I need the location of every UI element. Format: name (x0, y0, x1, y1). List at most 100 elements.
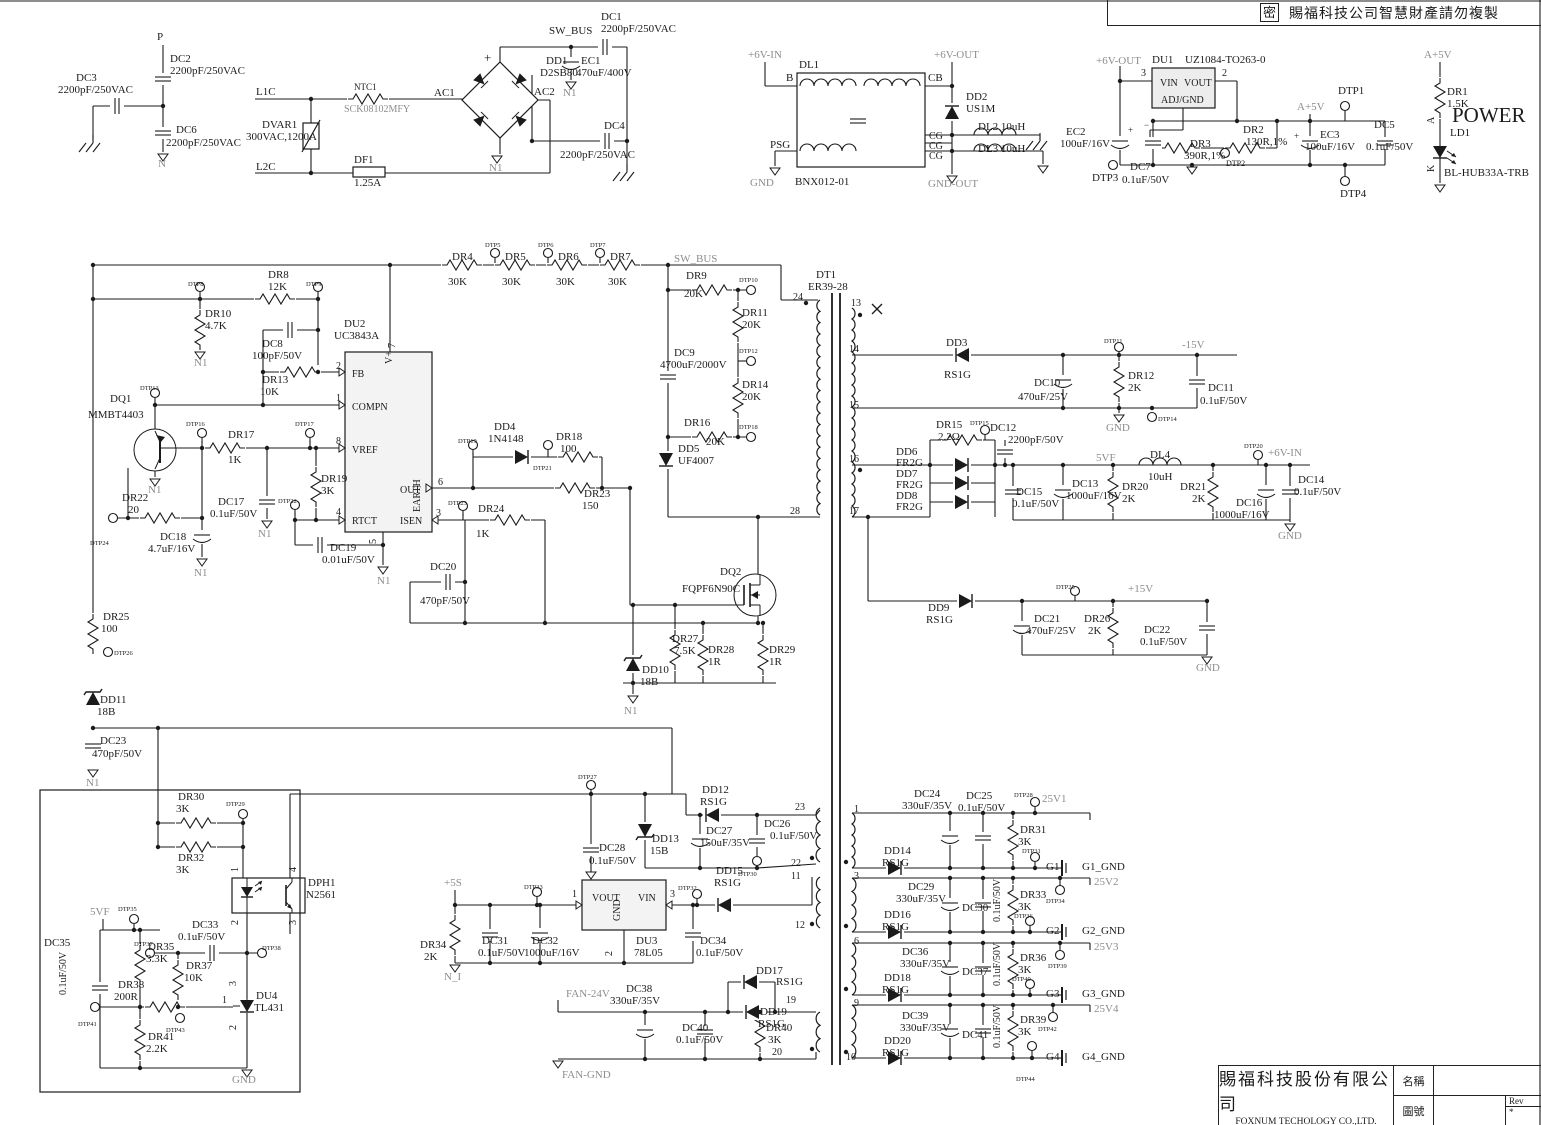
banner-notice: 賜福科技公司智慧財產請勿複製 (1289, 6, 1500, 22)
wire (756, 863, 817, 869)
label: 2.2Ω (938, 431, 960, 443)
label: DR15 (936, 419, 963, 431)
label: DR17 (228, 429, 255, 441)
label: 10uH (1148, 471, 1173, 483)
label: DTP34 (1046, 898, 1066, 905)
label: CG (929, 131, 943, 142)
junction-dot (599, 485, 605, 491)
junction-dot (1010, 1002, 1016, 1008)
label: DR29 (769, 644, 796, 656)
label: DC18 (160, 531, 187, 543)
junction-dot (665, 434, 671, 440)
label: DC31 (482, 935, 508, 947)
junction-dot (1050, 1002, 1056, 1008)
symbol-mask (1300, 136, 1320, 150)
label: DR10 (205, 308, 232, 320)
symbol-mask (1188, 376, 1206, 388)
label: 18B (97, 706, 115, 718)
resistor (1225, 141, 1265, 155)
winding (850, 812, 856, 869)
symbol-mask (1256, 485, 1276, 499)
label: 0.1uF/50V (1122, 174, 1169, 186)
label: DC26 (764, 818, 791, 830)
label: 3 (1141, 68, 1146, 79)
label: 3 (670, 889, 675, 900)
label: 1 (854, 804, 859, 815)
junction-dot (1110, 598, 1116, 604)
junction-dot (292, 517, 298, 523)
test-point (542, 439, 554, 451)
label: DD18 (884, 972, 911, 984)
label: DC25 (966, 790, 993, 802)
label: DC19 (330, 542, 357, 554)
label: DR24 (478, 503, 505, 515)
junction-dot (755, 620, 761, 626)
label: 470pF/50V (420, 595, 470, 607)
junction-dot (1060, 462, 1066, 468)
symbol-mask (696, 1026, 714, 1038)
junction-dot (755, 514, 761, 520)
junction-dot (843, 859, 849, 865)
company-cell: 賜福科技股份有限公司 FOXNUM TECHOLOGY CO.,LTD. (1219, 1066, 1394, 1125)
test-point (1026, 1040, 1038, 1052)
company-name-en: FOXNUM TECHOLOGY CO.,LTD. (1235, 1116, 1377, 1125)
label: DTP36 (1014, 913, 1034, 920)
junction-dot (1010, 1055, 1016, 1061)
label: DTP7 (590, 242, 606, 249)
resistor (140, 511, 180, 525)
label: 100uF/16V (1060, 138, 1110, 150)
label: DC21 (1034, 613, 1060, 625)
junction-dot (690, 902, 696, 908)
label: 0.1uF/50V (58, 951, 69, 995)
label: 1.5K (1447, 98, 1469, 110)
label: 25V1 (1042, 793, 1066, 805)
label: DR2 (1243, 124, 1264, 136)
label: P (157, 31, 163, 43)
label: DQ2 (720, 566, 741, 578)
label: 150uF/35V (700, 837, 750, 849)
rev-cell: Rev * (1505, 1096, 1541, 1125)
junction-dot (315, 369, 321, 375)
junction-dot (568, 44, 574, 50)
label: CG (929, 151, 943, 162)
label: 100uF/16V (1305, 141, 1355, 153)
label: DR31 (1020, 824, 1046, 836)
junction-dot (947, 992, 953, 998)
symbol-mask (1144, 137, 1162, 149)
label: BNX012-01 (795, 176, 849, 188)
symbol-mask (1053, 375, 1073, 389)
led (1433, 146, 1457, 165)
resistor (448, 915, 462, 955)
label: 0.1uF/50V (992, 942, 1003, 986)
junction-dot (1002, 462, 1008, 468)
junction-dot (1032, 865, 1038, 871)
label: 17 (849, 506, 859, 517)
label: DR33 (1020, 889, 1047, 901)
symbol-mask (561, 57, 581, 71)
junction-dot (1116, 405, 1122, 411)
symbol-mask (154, 127, 172, 139)
junction-dot (735, 287, 741, 293)
ecap-plate (1300, 144, 1320, 150)
junction-dot (90, 725, 96, 731)
resistor (205, 441, 245, 455)
wire (626, 171, 635, 182)
symbol-mask (441, 573, 455, 591)
resistor (692, 430, 732, 444)
tl431 (233, 999, 254, 1013)
symbol-mask (1198, 622, 1216, 634)
label: 0.1uF/50V (958, 802, 1005, 814)
ground-arrow (449, 964, 461, 973)
label: DC2 (170, 53, 191, 65)
label: G1 (1046, 861, 1059, 873)
symbol-mask (192, 530, 212, 544)
junction-dot (949, 132, 955, 138)
resistor (731, 302, 745, 342)
label: 5VF (90, 906, 110, 918)
ground-arrow (565, 81, 577, 90)
junction-dot (947, 865, 953, 871)
junction-dot (1057, 940, 1063, 946)
label: DD14 (884, 845, 911, 857)
label: 15 (849, 400, 859, 411)
resistor (280, 365, 320, 379)
